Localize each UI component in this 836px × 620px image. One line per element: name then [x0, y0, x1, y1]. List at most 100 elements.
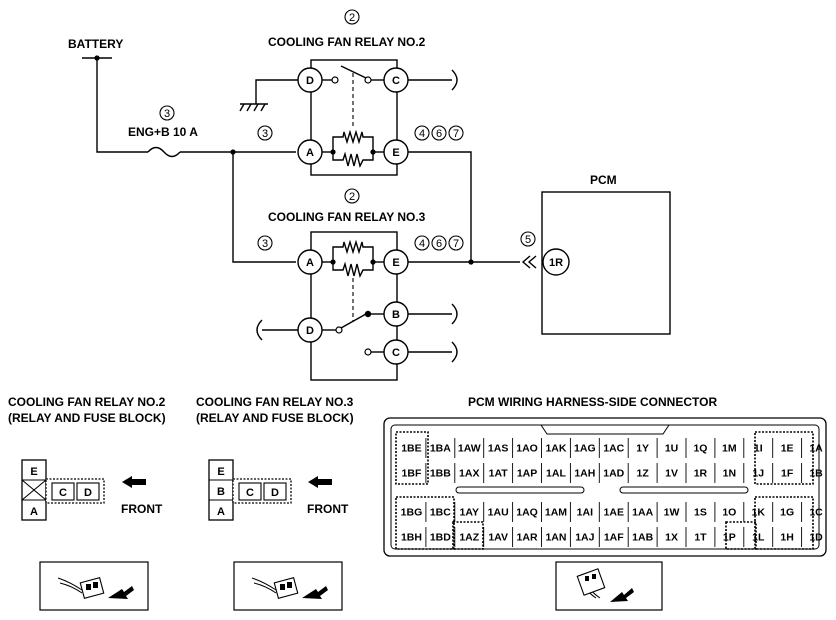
svg-text:D: D — [271, 487, 279, 499]
pcm-pin-1t: 1T — [694, 532, 707, 544]
svg-text:E: E — [217, 466, 224, 478]
svg-text:A: A — [30, 506, 38, 518]
relay3-body — [310, 231, 398, 381]
pcm-pin-1z: 1Z — [637, 468, 650, 480]
relay3-pin-e: E — [383, 249, 409, 275]
pcm-pin-1g: 1G — [780, 507, 794, 519]
pcm-pin-1bd: 1BD — [430, 532, 451, 544]
pcm-pin-1k: 1K — [752, 507, 766, 519]
pcm-pin-1j: 1J — [752, 468, 764, 480]
svg-text:E: E — [30, 466, 37, 478]
relay2-c-continuation-mark — [451, 69, 458, 91]
svg-text:2: 2 — [349, 12, 355, 24]
pcm-pin-1bh: 1BH — [401, 532, 422, 544]
fuse-label: ENG+B 10 A — [128, 125, 198, 139]
pcm-pin-1ab: 1AB — [632, 532, 653, 544]
fuse-ref-marker: 3 — [159, 105, 175, 121]
svg-text:6: 6 — [436, 128, 442, 140]
svg-text:E: E — [392, 257, 399, 269]
relay2-ground-wire — [255, 79, 298, 104]
svg-text:6: 6 — [436, 238, 442, 250]
pcm-pin-1x: 1X — [665, 532, 678, 544]
pcm-pin-1al: 1AL — [546, 468, 566, 480]
pcm-pin-1s: 1S — [694, 507, 707, 519]
relay3-c-continuation-mark — [451, 341, 458, 363]
pcm-pin-1ah: 1AH — [574, 468, 595, 480]
relay3-e-wire-refs: 4 6 7 — [414, 235, 464, 251]
relay3-d-continuation-mark — [256, 319, 263, 341]
svg-text:B: B — [217, 486, 225, 498]
relay2-pin-c: C — [383, 67, 409, 93]
svg-text:C: C — [392, 75, 400, 87]
pcm-label: PCM — [590, 173, 617, 187]
pcm-pin-1az: 1AZ — [459, 532, 479, 544]
arrow-left-icon — [308, 476, 332, 488]
relay2-pin-e: E — [383, 139, 409, 165]
pcm-pin-1au: 1AU — [488, 507, 509, 519]
svg-text:A: A — [217, 506, 225, 518]
pcm-pin-1p: 1P — [723, 532, 736, 544]
pcm-pin-1aa: 1AA — [632, 507, 653, 519]
relay3-contact-no — [364, 310, 372, 318]
pcm-pin-1ag: 1AG — [574, 443, 596, 455]
pcm-pin-1q: 1Q — [693, 443, 707, 455]
pcm-pin-1v: 1V — [665, 468, 678, 480]
relay3-connector-face: E B A C D — [208, 459, 292, 521]
relay3-pin-c: C — [383, 339, 409, 365]
pcm-pin-1ay: 1AY — [460, 507, 479, 519]
relay3-connector-title: COOLING FAN RELAY NO.3 — [196, 395, 354, 409]
svg-text:A: A — [306, 257, 314, 269]
pcm-pin-1as: 1AS — [488, 443, 508, 455]
pcm-pin-1ar: 1AR — [517, 532, 538, 544]
pcm-pin-1r: 1R — [694, 468, 708, 480]
relay2-coil — [332, 129, 374, 152]
pcm-pin-1an: 1AN — [545, 532, 566, 544]
relay2-e-wire — [408, 151, 472, 262]
pcm-pin-1aj: 1AJ — [575, 532, 594, 544]
relay3-pin-d: D — [297, 317, 323, 343]
svg-text:4: 4 — [419, 238, 425, 250]
svg-text:C: C — [59, 487, 67, 499]
relay2-switch-arm — [340, 65, 367, 79]
pcm-pin-1y: 1Y — [636, 443, 649, 455]
svg-text:7: 7 — [453, 128, 459, 140]
pcm-pin-1am: 1AM — [545, 507, 567, 519]
pcm-pin-1f: 1F — [781, 468, 794, 480]
svg-text:A: A — [306, 147, 314, 159]
relay3-connector-subtitle: (RELAY AND FUSE BLOCK) — [196, 411, 354, 425]
battery-label: BATTERY — [68, 37, 123, 51]
relay2-title: COOLING FAN RELAY NO.2 — [268, 35, 426, 49]
e-junction-node — [468, 259, 474, 265]
svg-text:3: 3 — [262, 128, 268, 140]
relay2-pin-a: A — [297, 139, 323, 165]
relay2-ref-marker: 2 — [344, 9, 360, 25]
relay2-connector-subtitle: (RELAY AND FUSE BLOCK) — [8, 411, 166, 425]
pcm-pin-1c: 1C — [809, 507, 823, 519]
pcm-pin-1o: 1O — [722, 507, 736, 519]
pcm-pin-1ac: 1AC — [603, 443, 624, 455]
pcm-connector-illustration — [555, 561, 663, 611]
relay3-ref-marker: 2 — [344, 188, 360, 204]
relay3-contact-common — [335, 326, 343, 334]
svg-text:4: 4 — [419, 128, 425, 140]
pcm-pin-1l: 1L — [752, 532, 765, 544]
pcm-ref-marker: 5 — [520, 231, 536, 247]
svg-text:C: C — [246, 487, 254, 499]
pcm-pin-1aq: 1AQ — [516, 507, 538, 519]
pcm-pin-1bb: 1BB — [430, 468, 451, 480]
relay2-resistor — [332, 151, 374, 169]
relay3-front-label: FRONT — [307, 502, 349, 516]
relay2-connector-face: E A C D — [21, 459, 105, 521]
pcm-pin-1u: 1U — [665, 443, 678, 455]
relay2-a-wire-ref: 3 — [257, 125, 273, 141]
relay2-body — [310, 59, 398, 176]
svg-text:3: 3 — [262, 238, 268, 250]
relay2-pin-d: D — [297, 67, 323, 93]
relay3-switch-arm — [340, 313, 367, 329]
pcm-pin-1bc: 1BC — [430, 507, 451, 519]
relay3-pin-a: A — [297, 249, 323, 275]
relay2-e-wire-refs: 4 6 7 — [414, 125, 464, 141]
svg-text:D: D — [84, 487, 92, 499]
